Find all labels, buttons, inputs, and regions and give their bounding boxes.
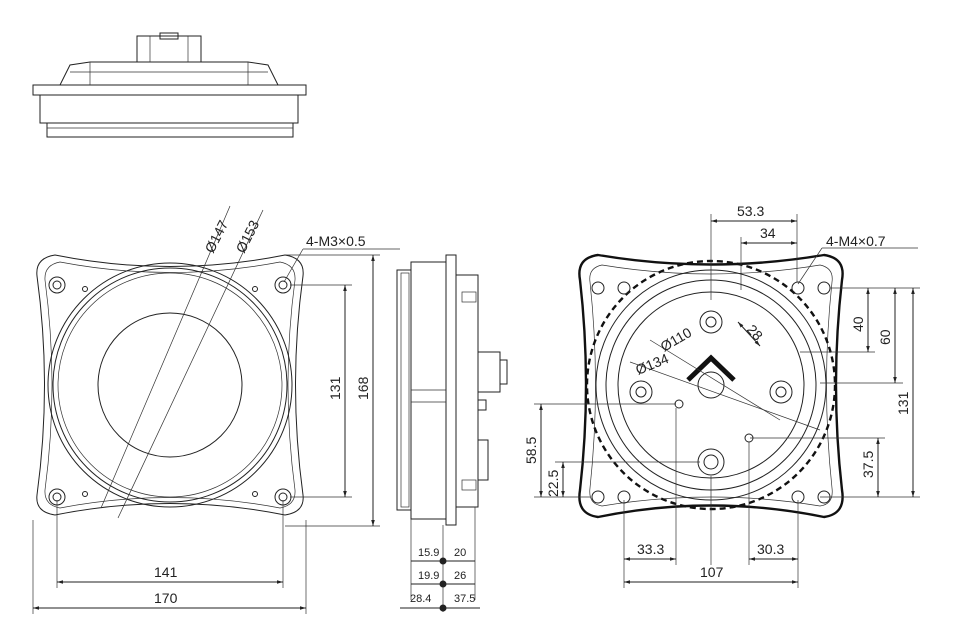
rear-diameter-134-label: Ø134 bbox=[633, 350, 671, 378]
rear-dim-131: 131 bbox=[895, 391, 911, 415]
rear-dim-37-5: 37.5 bbox=[860, 451, 876, 478]
side-view: 15.9 20 19.9 26 28.4 37.5 bbox=[396, 254, 508, 612]
side-dim-37-5: 37.5 bbox=[454, 593, 475, 605]
rear-dim-60: 60 bbox=[877, 329, 893, 345]
top-view bbox=[32, 32, 307, 138]
rear-dim-33-3: 33.3 bbox=[637, 541, 664, 557]
rear-corner-holes bbox=[591, 281, 831, 504]
rear-bolt-bosses bbox=[629, 310, 793, 476]
front-view: Ø147 Ø153 4-M3×0.5 131 168 141 170 bbox=[32, 205, 400, 614]
rear-view: 53.3 34 4-M4×0.7 28 Ø110 Ø134 40 60 131 … bbox=[523, 203, 920, 588]
rear-dim-107: 107 bbox=[700, 564, 724, 580]
front-width-inner-label: 141 bbox=[154, 564, 178, 580]
rear-dim-40: 40 bbox=[850, 316, 866, 332]
diameter-147-label: Ø147 bbox=[201, 217, 231, 255]
rear-dim-30-3: 30.3 bbox=[757, 541, 784, 557]
side-dim-26: 26 bbox=[454, 570, 466, 582]
rear-dim-22-5: 22.5 bbox=[545, 470, 561, 497]
front-height-inner-label: 131 bbox=[327, 376, 343, 400]
side-dim-19-9: 19.9 bbox=[418, 570, 439, 582]
rear-thread-callout: 4-M4×0.7 bbox=[826, 233, 886, 249]
rear-dim-34: 34 bbox=[760, 225, 776, 241]
diameter-153-label: Ø153 bbox=[232, 217, 262, 255]
side-dim-20: 20 bbox=[454, 547, 466, 559]
front-width-outer-label: 170 bbox=[154, 590, 178, 606]
rear-dim-28: 28 bbox=[744, 321, 766, 343]
side-dim-15-9: 15.9 bbox=[418, 547, 439, 559]
side-dim-28-4: 28.4 bbox=[410, 593, 431, 605]
front-height-outer-label: 168 bbox=[355, 376, 371, 400]
rear-dim-53-3: 53.3 bbox=[737, 203, 764, 219]
rear-dim-58-5: 58.5 bbox=[523, 437, 539, 464]
front-thread-callout: 4-M3×0.5 bbox=[306, 233, 366, 249]
